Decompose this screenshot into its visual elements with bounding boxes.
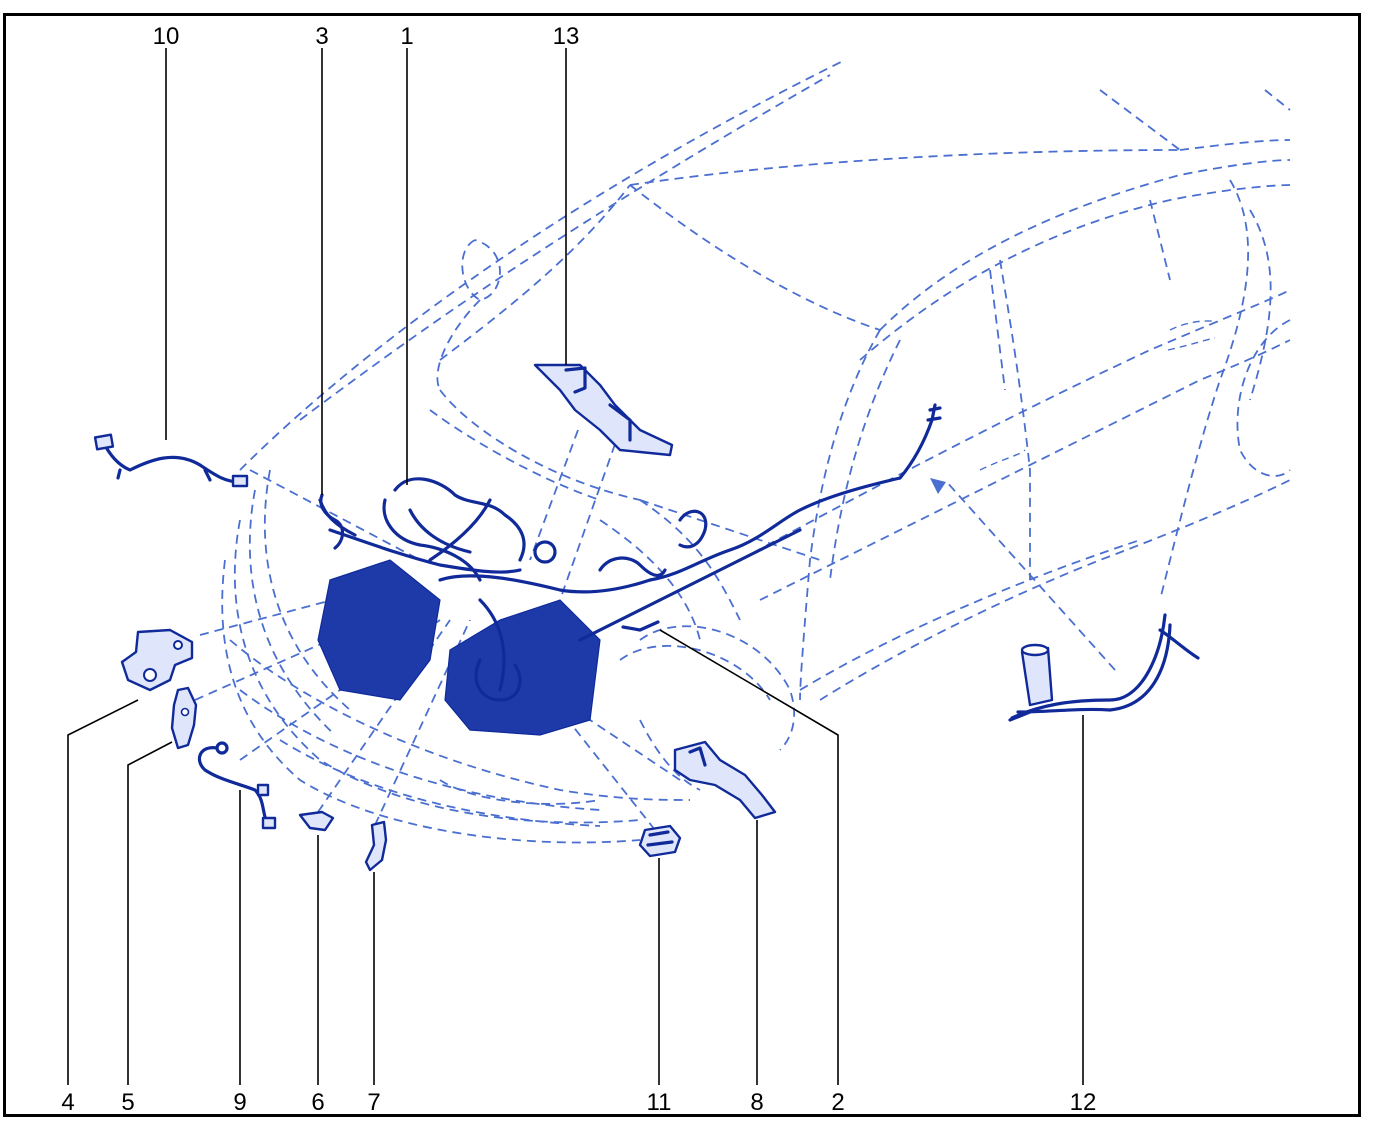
part-5-bracket: [170, 686, 198, 750]
arrow-head-icon: [930, 478, 946, 494]
callout-13: 13: [553, 23, 580, 50]
part-10-harness: [93, 433, 249, 488]
diagram-frame: [3, 13, 1361, 1117]
callout-8: 8: [750, 1089, 763, 1116]
callout-10: 10: [153, 23, 180, 50]
callout-2: 2: [831, 1089, 844, 1116]
part-6-bracket: [298, 810, 335, 832]
callout-4: 4: [61, 1089, 74, 1116]
part-13-bracket: [533, 363, 674, 457]
callout-5: 5: [121, 1089, 134, 1116]
leader-line: [67, 699, 139, 1085]
part-9-harness: [197, 741, 277, 830]
callout-7: 7: [367, 1089, 380, 1116]
callout-9: 9: [233, 1089, 246, 1116]
part-8-bracket: [673, 740, 777, 820]
callout-labels: 10 3 1 13 4 5 9 6 7 11 8 2 12: [61, 23, 1096, 1116]
callout-3: 3: [315, 23, 328, 50]
leader-line: [659, 629, 839, 1085]
callout-6: 6: [311, 1089, 324, 1116]
callout-1: 1: [400, 23, 413, 50]
engine-harness-assembly: [317, 403, 942, 736]
part-7-bracket: [364, 820, 388, 872]
vehicle-body-outline: [221, 59, 1291, 844]
leader-line: [127, 741, 173, 1085]
part-3-harness: [319, 493, 345, 550]
leader-lines: [67, 48, 1084, 1085]
callout-11: 11: [647, 1089, 672, 1116]
callout-12: 12: [1070, 1089, 1097, 1116]
part-11-connector: [638, 824, 682, 858]
part-4-bracket: [120, 628, 194, 692]
part-12-harness: [1008, 613, 1200, 722]
